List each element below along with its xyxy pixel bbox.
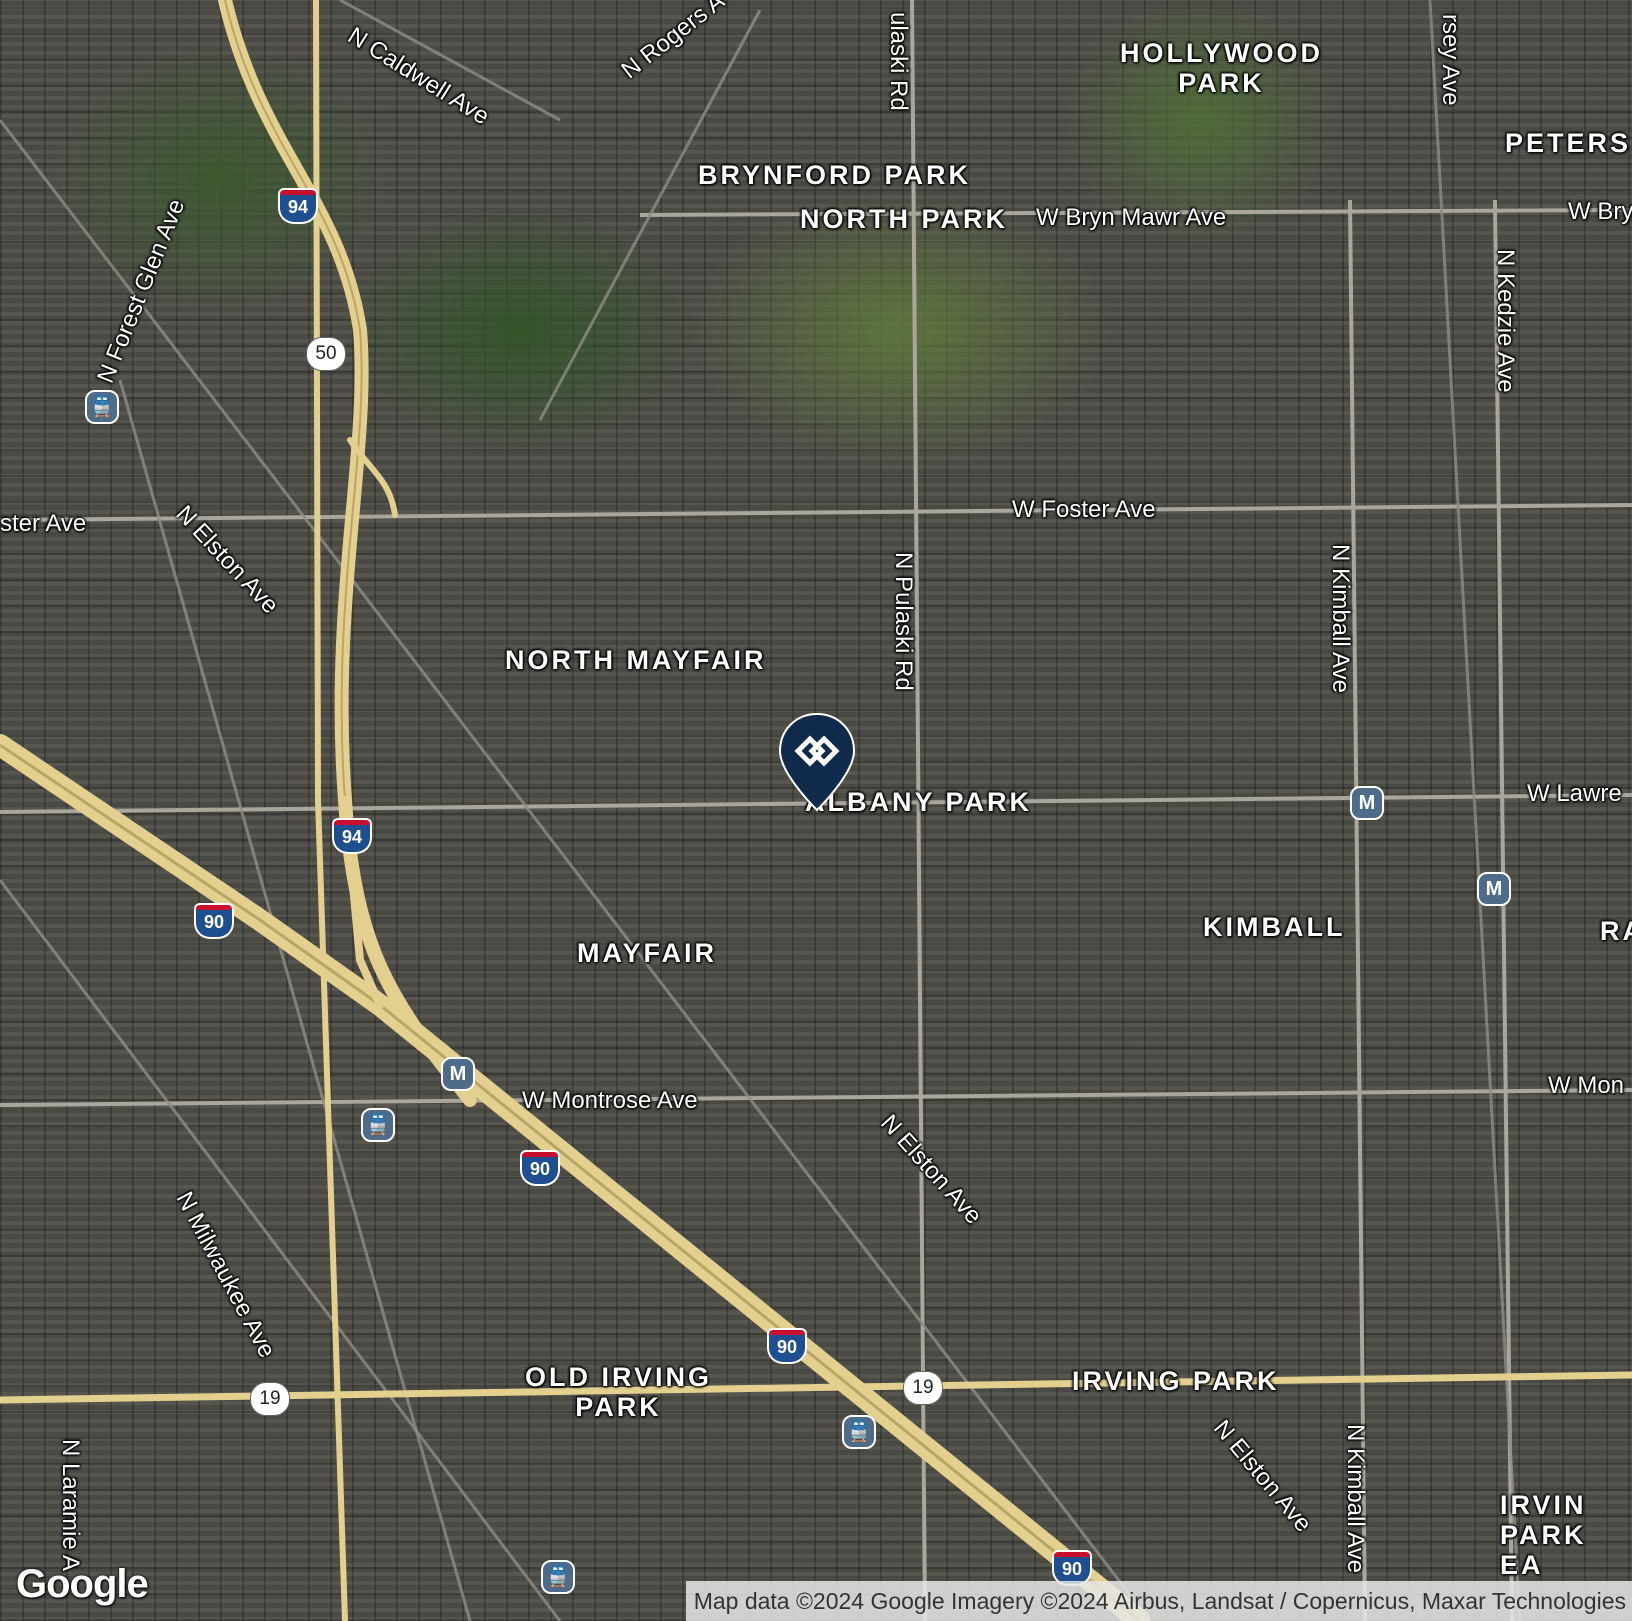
neighborhood-mayfair: MAYFAIR (577, 938, 717, 968)
route-50-shield: 50 (306, 337, 346, 371)
route-19-shield-right: 19 (903, 1371, 943, 1405)
neighborhood-hollywood-park: HOLLYWOOD PARK (1120, 38, 1323, 98)
neighborhood-kimball: KIMBALL (1203, 912, 1345, 942)
neighborhood-label: IRVING PARK (1072, 1366, 1280, 1396)
neighborhood-label: NORTH MAYFAIR (505, 645, 767, 675)
diamond-logo-icon (794, 735, 840, 767)
train-station-icon[interactable]: 🚆 (85, 390, 119, 424)
neighborhood-brynford-park: BRYNFORD PARK (698, 160, 971, 190)
street-w-lawrence: W Lawre (1527, 780, 1622, 807)
interstate-90-shield-lower: 90 (767, 1328, 807, 1364)
route-19-shield-left: 19 (250, 1382, 290, 1416)
map-attribution[interactable]: Map data ©2024 Google Imagery ©2024 Airb… (685, 1581, 1632, 1621)
train-station-icon[interactable]: 🚆 (541, 1560, 575, 1594)
street-n-kimball-ave-top: N Kimball Ave (1327, 544, 1354, 693)
neighborhood-label: KIMBALL (1203, 912, 1346, 942)
neighborhood-north-park: NORTH PARK (800, 204, 1008, 234)
interstate-90-shield-mid: 90 (520, 1150, 560, 1186)
street-w-mon: W Mon (1548, 1072, 1625, 1099)
metro-station-lawrence-icon[interactable]: M (1350, 786, 1384, 820)
neighborhood-label: OLD IRVING PARK (525, 1362, 713, 1422)
interstate-94-shield-mid: 94 (332, 818, 372, 854)
shield-number: 90 (520, 1157, 560, 1186)
train-station-icon[interactable]: 🚆 (361, 1108, 395, 1142)
neighborhood-label: PETERS (1505, 128, 1632, 158)
neighborhood-label: IRVIN PARK EA (1500, 1490, 1587, 1580)
neighborhood-label: NORTH PARK (800, 204, 1008, 234)
street-n-pulaski-rd-top: ulaski Rd (885, 12, 912, 111)
metro-station-montrose-icon[interactable]: M (441, 1057, 475, 1091)
neighborhood-peterson: PETERS (1505, 128, 1631, 158)
interstate-90-shield-left: 90 (194, 903, 234, 939)
street-w-foster-ave: W Foster Ave (1012, 496, 1156, 523)
shield-number: 94 (332, 825, 372, 854)
street-w-bry: W Bry (1568, 198, 1632, 225)
street-n-kimball-ave-bottom: N Kimball Ave (1342, 1424, 1369, 1573)
street-w-montrose-ave: W Montrose Ave (522, 1087, 698, 1114)
google-logo: Google (16, 1562, 149, 1606)
street-foster-ave-left: ster Ave (0, 510, 87, 537)
interstate-94-shield-top: 94 (278, 188, 318, 224)
neighborhood-label: RA (1600, 916, 1632, 946)
neighborhood-label: MAYFAIR (577, 938, 718, 968)
street-n-kedzie-ave: N Kedzie Ave (1492, 249, 1519, 393)
neighborhood-albany-park: ALBANY PARK (805, 787, 1032, 817)
neighborhood-old-irving-park: OLD IRVING PARK (525, 1362, 712, 1422)
shield-number: 90 (767, 1335, 807, 1364)
street-w-bryn-mawr-ave: W Bryn Mawr Ave (1036, 204, 1227, 231)
shield-number: 94 (278, 195, 318, 224)
street-n-pulaski-rd: N Pulaski Rd (890, 552, 917, 691)
street-n-laramie-ave: N Laramie A (57, 1439, 84, 1572)
neighborhood-irving-park: IRVING PARK (1072, 1366, 1280, 1396)
street-n-kersey-ave: rsey Ave (1437, 14, 1464, 106)
neighborhood-ra: RA (1600, 916, 1632, 946)
location-pin[interactable] (778, 712, 856, 812)
train-station-icon[interactable]: 🚆 (842, 1415, 876, 1449)
neighborhood-label: BRYNFORD PARK (698, 160, 971, 190)
metro-station-kedzie-icon[interactable]: M (1477, 872, 1511, 906)
neighborhood-label: HOLLYWOOD PARK (1120, 38, 1324, 98)
neighborhood-irving-park-east: IRVIN PARK EA (1500, 1490, 1632, 1580)
neighborhood-north-mayfair: NORTH MAYFAIR (505, 645, 767, 675)
shield-number: 90 (194, 910, 234, 939)
neighborhood-label: ALBANY PARK (805, 787, 1033, 817)
